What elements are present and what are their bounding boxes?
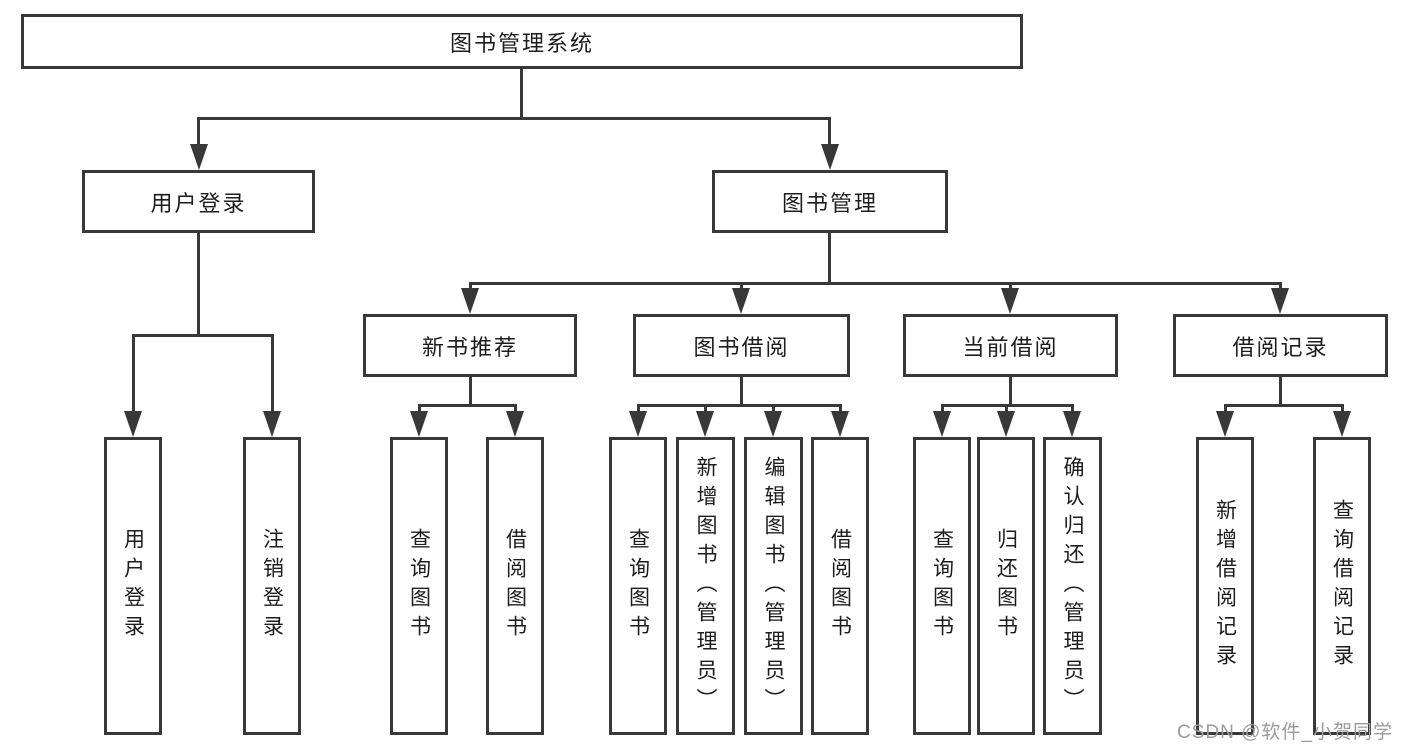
- connector-root-crossbar: [197, 117, 831, 120]
- connector-new-book-crossbar: [418, 404, 517, 407]
- connector-br-leaf1-line: [1224, 406, 1227, 413]
- arrow-to-leaf-logout: [263, 411, 281, 437]
- connector-to-book-mgmt-line: [828, 119, 831, 146]
- connector-new-book-trunk: [469, 377, 472, 406]
- connector-book-mgmt-crossbar: [469, 282, 1282, 285]
- connector-cb-leaf2-line: [1005, 406, 1008, 413]
- leaf-bb-add-book-admin: 新增图书（管理员）: [676, 437, 735, 735]
- arrow-cb-leaf3: [1063, 411, 1081, 437]
- connector-bb-leaf2-line: [704, 406, 707, 413]
- arrow-to-book-borrow: [732, 288, 750, 314]
- connector-to-user-login-line: [197, 119, 200, 146]
- connector-nb-leaf2-line: [514, 406, 517, 413]
- arrow-nb-leaf2: [506, 411, 524, 437]
- arrow-cb-leaf2: [997, 411, 1015, 437]
- connector-to-leaf-user-login-line: [132, 336, 135, 413]
- connector-to-borrow-record-line: [1279, 284, 1282, 290]
- arrow-bb-leaf3: [764, 411, 782, 437]
- arrow-cb-leaf1: [933, 411, 951, 437]
- connector-cb-leaf3-line: [1071, 406, 1074, 413]
- arrow-br-leaf2: [1333, 411, 1351, 437]
- arrow-to-borrow-record: [1271, 288, 1289, 314]
- arrow-to-current-borrow: [1001, 288, 1019, 314]
- node-user-login: 用户登录: [82, 170, 315, 233]
- arrow-nb-leaf1: [410, 411, 428, 437]
- connector-to-current-borrow-line: [1009, 284, 1012, 290]
- connector-nb-leaf1-line: [418, 406, 421, 413]
- connector-user-login-crossbar: [132, 334, 274, 337]
- connector-book-mgmt-trunk: [828, 233, 831, 284]
- node-new-book-recommend: 新书推荐: [363, 314, 577, 377]
- arrow-to-book-mgmt: [821, 144, 839, 170]
- connector-to-new-book-line: [469, 284, 472, 290]
- connector-to-leaf-logout-line: [271, 336, 274, 413]
- connector-user-login-trunk: [197, 233, 200, 336]
- connector-bb-leaf3-line: [772, 406, 775, 413]
- connector-bb-leaf4-line: [839, 406, 842, 413]
- connector-cb-leaf1-line: [941, 406, 944, 413]
- arrow-bb-leaf2: [696, 411, 714, 437]
- leaf-bb-edit-book-admin: 编辑图书（管理员）: [744, 437, 803, 735]
- leaf-logout: 注销登录: [243, 437, 301, 735]
- node-book-management: 图书管理: [712, 170, 948, 233]
- connector-current-borrow-crossbar: [941, 404, 1074, 407]
- arrow-bb-leaf1: [629, 411, 647, 437]
- leaf-cb-query-book: 查询图书: [913, 437, 971, 735]
- node-borrow-records: 借阅记录: [1173, 314, 1388, 377]
- leaf-br-query-record: 查询借阅记录: [1313, 437, 1371, 735]
- leaf-cb-confirm-return-admin: 确认归还（管理员）: [1043, 437, 1102, 735]
- arrow-bb-leaf4: [831, 411, 849, 437]
- csdn-watermark: CSDN @软件_小贺同学: [1177, 722, 1393, 743]
- leaf-nb-query-book: 查询图书: [390, 437, 448, 735]
- node-current-borrowing: 当前借阅: [903, 314, 1118, 377]
- connector-current-borrow-trunk: [1009, 377, 1012, 406]
- arrow-br-leaf1: [1216, 411, 1234, 437]
- leaf-bb-borrow-book: 借阅图书: [811, 437, 869, 735]
- connector-to-book-borrow-line: [740, 284, 743, 290]
- connector-borrow-record-crossbar: [1224, 404, 1344, 407]
- leaf-user-login: 用户登录: [104, 437, 162, 735]
- connector-root-trunk: [520, 69, 523, 119]
- arrow-to-new-book: [461, 288, 479, 314]
- leaf-bb-query-book: 查询图书: [609, 437, 667, 735]
- leaf-br-add-record: 新增借阅记录: [1196, 437, 1254, 735]
- connector-book-borrow-trunk: [740, 377, 743, 406]
- leaf-nb-borrow-book: 借阅图书: [486, 437, 544, 735]
- connector-bb-leaf1-line: [637, 406, 640, 413]
- node-book-borrowing: 图书借阅: [633, 314, 850, 377]
- leaf-cb-return-book: 归还图书: [977, 437, 1035, 735]
- connector-borrow-record-trunk: [1279, 377, 1282, 406]
- arrow-to-user-login: [190, 144, 208, 170]
- arrow-to-leaf-user-login: [124, 411, 142, 437]
- connector-book-borrow-crossbar: [637, 404, 842, 407]
- node-library-management-system: 图书管理系统: [21, 14, 1023, 69]
- connector-br-leaf2-line: [1341, 406, 1344, 413]
